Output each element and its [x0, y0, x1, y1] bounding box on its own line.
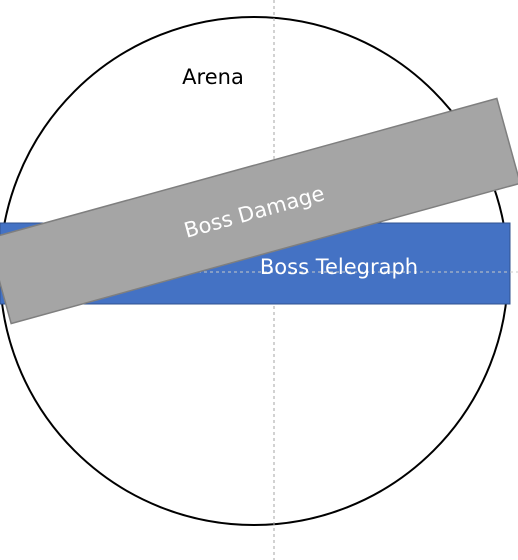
- boss-damage-group: Boss Damage: [0, 97, 518, 325]
- boss-telegraph-label: Boss Telegraph: [260, 255, 418, 279]
- arena-label: Arena: [182, 65, 244, 89]
- boss-damage-area: [0, 97, 518, 325]
